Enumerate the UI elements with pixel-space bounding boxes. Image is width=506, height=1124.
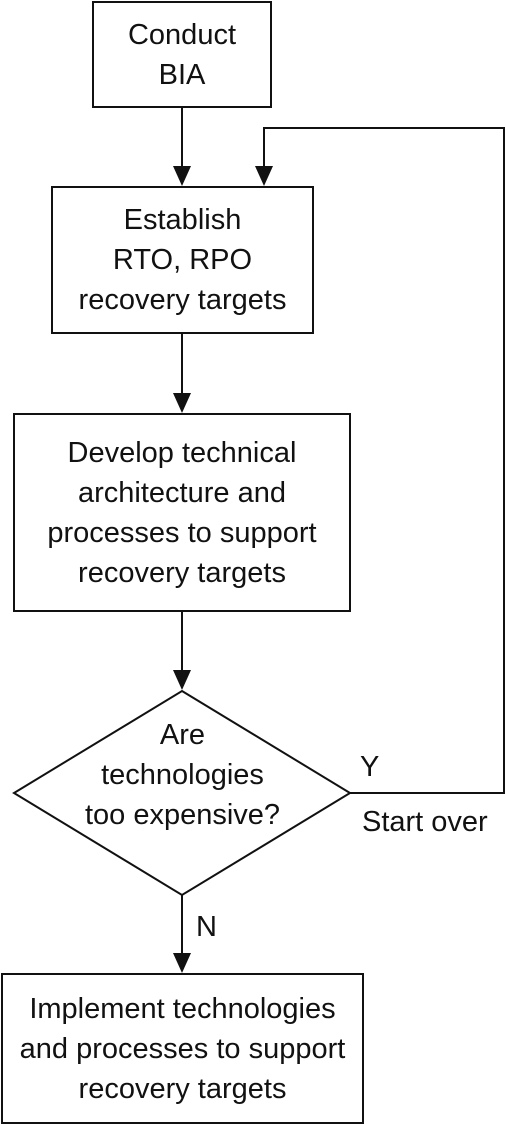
develop-architecture-label: Develop technical architecture and proce… [47,436,317,589]
develop-architecture-box: Develop technical architecture and proce… [13,413,351,612]
establish-targets-label: Establish RTO, RPO recovery targets [78,204,287,316]
conduct-bia-box: Conduct BIA [92,1,272,108]
conduct-bia-label: Conduct BIA [127,18,236,91]
no-label: N [196,911,217,943]
loop-back-line [263,127,505,794]
decision-question: Are technologies too expensive? [84,719,281,831]
arrowhead-bia-to-establish [173,166,191,186]
start-over-label: Start over [362,806,488,838]
yes-label: Y [360,751,380,783]
establish-targets-box: Establish RTO, RPO recovery targets [51,186,314,334]
arrowhead-establish-to-develop [173,393,191,413]
arrowhead-loop-back [255,166,273,186]
implement-label: Implement technologies and processes to … [19,992,346,1105]
arrowhead-develop-to-decision [173,670,191,690]
arrowhead-decision-to-implement [173,953,191,973]
implement-box: Implement technologies and processes to … [1,973,364,1124]
decision-diamond [12,689,352,897]
